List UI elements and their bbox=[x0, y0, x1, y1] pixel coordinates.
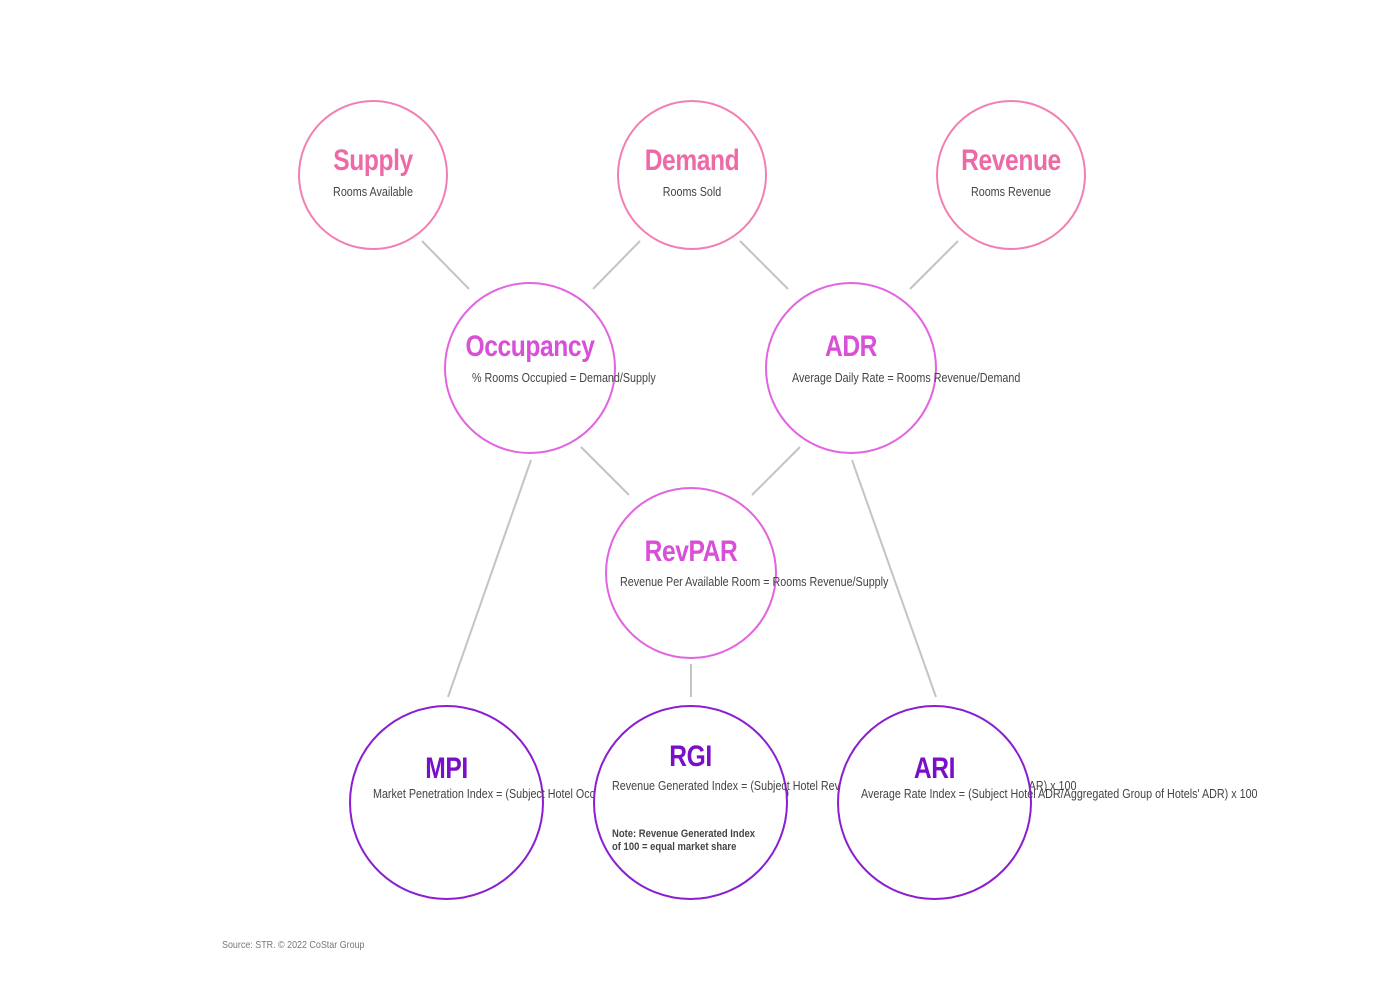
connector-occupancy-revpar bbox=[580, 446, 630, 496]
node-supply-subtitle: Rooms Available bbox=[333, 185, 413, 199]
node-adr-title: ADR bbox=[824, 330, 878, 363]
node-supply: Supply Rooms Available bbox=[298, 100, 448, 250]
node-occupancy-subtitle: % Rooms Occupied = Demand/Supply bbox=[472, 371, 656, 385]
node-revpar: RevPAR Revenue Per Available Room = Room… bbox=[605, 487, 888, 659]
node-ari-subtitle: Average Rate Index = (Subject Hotel ADR/… bbox=[861, 787, 1258, 801]
node-revpar-title: RevPAR bbox=[644, 535, 738, 568]
connector-adr-ari bbox=[851, 459, 937, 698]
node-adr: ADR Average Daily Rate = Rooms Revenue/D… bbox=[765, 282, 1020, 454]
node-mpi-title: MPI bbox=[425, 752, 468, 785]
source-credit: Source: STR. © 2022 CoStar Group bbox=[222, 939, 365, 951]
node-demand-title: Demand bbox=[644, 144, 740, 177]
node-mpi: MPI Market Penetration Index = (Subject … bbox=[349, 705, 789, 900]
node-supply-title: Supply bbox=[333, 144, 413, 177]
connector-occupancy-mpi bbox=[447, 459, 532, 698]
node-ari: ARI Average Rate Index = (Subject Hotel … bbox=[837, 705, 1258, 900]
connector-demand-adr bbox=[739, 240, 789, 290]
node-revenue-title: Revenue bbox=[961, 144, 1061, 177]
node-rgi-note: Note: Revenue Generated Index of 100 = e… bbox=[612, 828, 756, 853]
connector-supply-occupancy bbox=[421, 240, 470, 290]
node-adr-subtitle: Average Daily Rate = Rooms Revenue/Deman… bbox=[792, 371, 1021, 385]
node-revenue: Revenue Rooms Revenue bbox=[936, 100, 1086, 250]
connector-adr-revpar bbox=[751, 446, 801, 496]
node-rgi-title: RGI bbox=[669, 740, 712, 773]
node-occupancy: Occupancy % Rooms Occupied = Demand/Supp… bbox=[444, 282, 656, 454]
node-revpar-subtitle: Revenue Per Available Room = Rooms Reven… bbox=[620, 575, 889, 589]
node-demand-subtitle: Rooms Sold bbox=[662, 185, 722, 199]
connector-demand-occupancy bbox=[592, 240, 641, 290]
node-ari-title: ARI bbox=[913, 752, 956, 785]
node-rgi: RGI Revenue Generated Index = (Subject H… bbox=[593, 705, 1076, 900]
node-revenue-subtitle: Rooms Revenue bbox=[970, 185, 1052, 199]
connector-revenue-adr bbox=[909, 240, 959, 290]
node-occupancy-title: Occupancy bbox=[465, 330, 595, 363]
node-demand: Demand Rooms Sold bbox=[617, 100, 767, 250]
